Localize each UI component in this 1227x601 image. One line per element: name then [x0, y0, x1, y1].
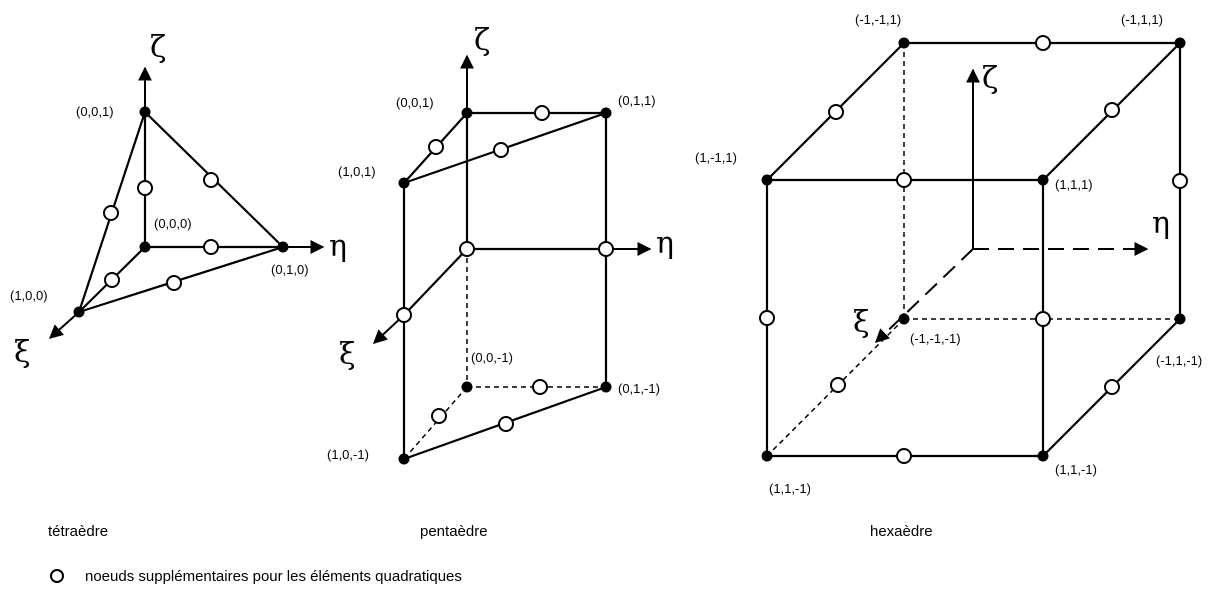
- tetra-label-001: (0,0,1): [76, 104, 114, 119]
- penta-label-001: (0,0,1): [396, 95, 434, 110]
- hexa-xi-axis: [874, 248, 974, 343]
- penta-vertex: [600, 381, 612, 393]
- penta-vertex: [600, 107, 612, 119]
- hexa-eta-symbol: η: [1152, 206, 1170, 241]
- hexa-midside-node: [1104, 102, 1120, 118]
- penta-midside-node: [534, 105, 550, 121]
- hexa-vertex: [898, 37, 910, 49]
- hexa-vertex: [1037, 174, 1049, 186]
- penta-eta-symbol: η: [656, 226, 674, 261]
- tetra-midside-node: [166, 275, 182, 291]
- hexa-label-m1m1m1: (-1,-1,-1): [910, 331, 961, 346]
- penta-midside-node: [498, 416, 514, 432]
- hexa-vertex: [761, 450, 773, 462]
- hexa-label-m11m1: (-1,1,-1): [1156, 353, 1202, 368]
- penta-vertex: [398, 177, 410, 189]
- caption-hexahedron: hexaèdre: [870, 523, 933, 540]
- penta-label-011: (0,1,1): [618, 93, 656, 108]
- tetra-label-000: (0,0,0): [154, 216, 192, 231]
- tetra-vertex: [277, 241, 289, 253]
- penta-label-01m1: (0,1,-1): [618, 381, 660, 396]
- tetra-vertex: [73, 306, 85, 318]
- penta-midside-node: [459, 241, 475, 257]
- tetra-midside-node: [203, 239, 219, 255]
- legend-open-circle-icon: [50, 569, 64, 583]
- penta-vertex: [461, 107, 473, 119]
- hexa-midside-node: [1035, 311, 1051, 327]
- penta-midside-node: [431, 408, 447, 424]
- hexahedron-element: ζ η ξ (-1,-1,1) (-1,1,1) (1,-1,1) (1,1,1…: [695, 12, 1202, 496]
- penta-midside-node: [532, 379, 548, 395]
- hexa-midside-node: [759, 310, 775, 326]
- hexa-midside-node: [828, 104, 844, 120]
- hexa-vertex: [1174, 313, 1186, 325]
- caption-tetrahedron: tétraèdre: [48, 523, 108, 540]
- tetra-midside-node: [203, 172, 219, 188]
- penta-xi-symbol: ξ: [339, 337, 356, 372]
- hexa-vertex: [761, 174, 773, 186]
- tetra-label-100: (1,0,0): [10, 288, 48, 303]
- tetra-xi-axis: [48, 311, 80, 339]
- legend-text: noeuds supplémentaires pour les éléments…: [85, 568, 462, 585]
- penta-midside-node: [598, 241, 614, 257]
- penta-midside-node: [396, 307, 412, 323]
- penta-zeta-symbol: ζ: [474, 23, 490, 58]
- hexa-midside-node: [896, 448, 912, 464]
- tetra-midside-node: [137, 180, 153, 196]
- hexa-label-11m1-right: (1,1,-1): [1055, 462, 1097, 477]
- penta-vertex: [398, 453, 410, 465]
- penta-midside-node: [493, 142, 509, 158]
- legend: noeuds supplémentaires pour les éléments…: [50, 568, 462, 585]
- hexa-label-1m11: (1,-1,1): [695, 150, 737, 165]
- hexa-zeta-symbol: ζ: [982, 61, 998, 96]
- penta-edge: [402, 247, 469, 317]
- penta-label-101: (1,0,1): [338, 164, 376, 179]
- penta-midside-node: [428, 139, 444, 155]
- tetra-eta-symbol: η: [329, 229, 347, 264]
- hexa-midside-node: [896, 172, 912, 188]
- tetra-zeta-symbol: ζ: [150, 30, 166, 65]
- caption-pentahedron: pentaèdre: [420, 523, 488, 540]
- tetrahedron-element: ζ η ξ (0,0,1) (0,0,0) (1,0,0) (0,1,0): [10, 30, 347, 370]
- tetra-xi-symbol: ξ: [14, 335, 31, 370]
- hexa-label-11m1-front: (1,1,-1): [769, 481, 811, 496]
- hexa-midside-node: [1104, 379, 1120, 395]
- hexa-midside-node: [1172, 173, 1188, 189]
- hexa-vertex: [1174, 37, 1186, 49]
- pentahedron-element: ζ η ξ (0,0,1) (0,1,1) (1,0,1) (0,0,-1) (…: [327, 23, 674, 465]
- hexa-midside-node: [830, 377, 846, 393]
- hexa-vertex: [1037, 450, 1049, 462]
- hexa-label-m111: (-1,1,1): [1121, 12, 1163, 27]
- hexa-label-m1m11: (-1,-1,1): [855, 12, 901, 27]
- hexa-xi-symbol: ξ: [853, 305, 870, 340]
- hexa-vertex: [898, 313, 910, 325]
- tetra-midside-node: [103, 205, 119, 221]
- penta-vertex: [461, 381, 473, 393]
- hexa-label-111: (1,1,1): [1055, 177, 1093, 192]
- hexa-midside-node: [1035, 35, 1051, 51]
- tetra-label-010: (0,1,0): [271, 262, 309, 277]
- penta-label-10m1: (1,0,-1): [327, 447, 369, 462]
- penta-label-00m1: (0,0,-1): [471, 350, 513, 365]
- tetra-midside-node: [104, 272, 120, 288]
- tetra-vertex: [139, 241, 151, 253]
- tetra-vertex: [139, 106, 151, 118]
